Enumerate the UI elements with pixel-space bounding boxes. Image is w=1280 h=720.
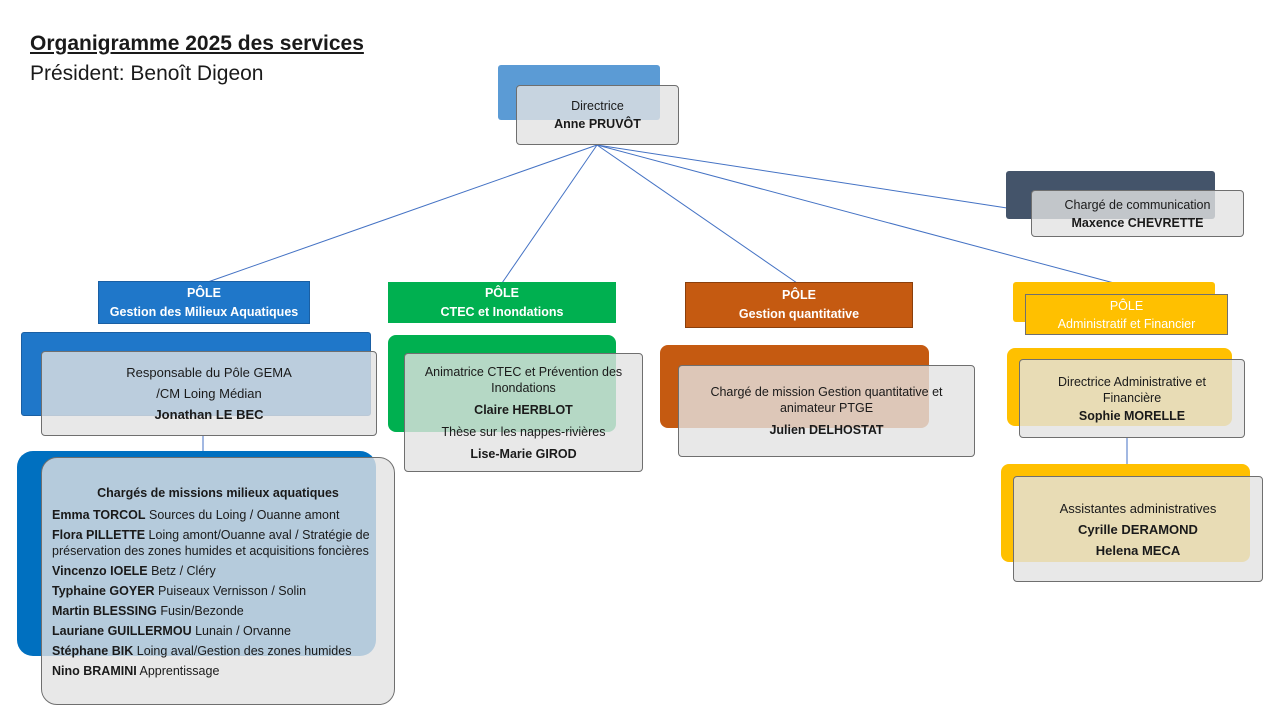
mission-detail: Fusin/Bezonde: [156, 604, 244, 618]
connector-quant: [596, 144, 798, 284]
admin-assist-name2: Helena MECA: [1095, 542, 1181, 558]
pole-quant-prefix: PÔLE: [781, 288, 817, 302]
mission-detail: Loing aval/Gestion des zones humides: [133, 644, 352, 658]
quant-name: Julien DELHOSTAT: [769, 423, 884, 437]
pole-ctec-header: PÔLE CTEC et Inondations: [388, 282, 616, 323]
mission-name: Lauriane GUILLERMOU: [52, 624, 192, 638]
mission-detail: Apprentissage: [136, 664, 220, 678]
admin-assist-role: Assistantes administratives: [1059, 500, 1217, 516]
connector-admin: [596, 144, 1115, 284]
direction-name: Anne PRUVÔT: [554, 117, 641, 131]
pole-admin-prefix: PÔLE: [1109, 298, 1144, 313]
ctec-name2: Lise-Marie GIROD: [470, 446, 577, 461]
pole-ctec-prefix: PÔLE: [484, 285, 520, 300]
mission-detail: Puiseaux Vernisson / Solin: [154, 584, 307, 598]
mission-name: Typhaine GOYER: [52, 584, 155, 598]
admin-dir-name: Sophie MORELLE: [1078, 408, 1186, 423]
ctec-role1: Animatrice CTEC et Prévention des Inonda…: [424, 364, 623, 395]
ctec-name1: Claire HERBLOT: [474, 402, 573, 417]
communication-card: Chargé de communication Maxence CHEVRETT…: [1031, 190, 1244, 237]
mission-name: Martin BLESSING: [52, 604, 157, 618]
mission-row: Stéphane BIK Loing aval/Gestion des zone…: [52, 643, 351, 659]
ctec-role2: Thèse sur les nappes-rivières: [441, 424, 606, 439]
communication-role: Chargé de communication: [1064, 197, 1211, 212]
direction-role: Directrice: [571, 99, 624, 113]
mission-detail: Betz / Cléry: [147, 564, 216, 578]
admin-assist-card: Assistantes administratives Cyrille DERA…: [1013, 476, 1263, 582]
pole-gema-header: PÔLE Gestion des Milieux Aquatiques: [98, 281, 310, 324]
page-title: Organigramme 2025 des services: [30, 32, 364, 55]
mission-name: Emma TORCOL: [52, 508, 146, 522]
mission-row: Flora PILLETTE Loing amont/Ouanne aval /…: [52, 527, 384, 559]
mission-row: Nino BRAMINI Apprentissage: [52, 663, 219, 679]
mission-row: Vincenzo IOELE Betz / Cléry: [52, 563, 216, 579]
pole-ctec-title: CTEC et Inondations: [440, 304, 564, 319]
president-line: Président: Benoît Digeon: [30, 62, 264, 85]
connector-communication: [596, 144, 1008, 209]
quant-role: Chargé de mission Gestion quantitative e…: [710, 385, 943, 415]
admin-dir-role: Directrice Administrative et Financière: [1058, 374, 1206, 405]
mission-detail: Lunain / Orvanne: [191, 624, 291, 638]
admin-dir-card: Directrice Administrative et Financière …: [1019, 359, 1245, 438]
mission-detail: Sources du Loing / Ouanne amont: [145, 508, 340, 522]
pole-gema-prefix: PÔLE: [186, 285, 222, 300]
mission-row: Emma TORCOL Sources du Loing / Ouanne am…: [52, 507, 339, 523]
mission-name: Flora PILLETTE: [52, 528, 146, 542]
communication-name: Maxence CHEVRETTE: [1071, 215, 1204, 230]
mission-name: Nino BRAMINI: [52, 664, 137, 678]
direction-card: Directrice Anne PRUVÔT: [516, 85, 679, 145]
quant-card: Chargé de mission Gestion quantitative e…: [678, 365, 975, 457]
mission-detail: Loing amont/Ouanne aval / Stratégie de p…: [52, 528, 370, 558]
connector-ctec: [501, 144, 598, 284]
gema-resp-line1: Responsable du Pôle GEMA: [126, 365, 292, 380]
ctec-card: Animatrice CTEC et Prévention des Inonda…: [404, 353, 643, 472]
pole-quant-header: PÔLE Gestion quantitative: [685, 282, 913, 328]
pole-admin-title: Administratif et Financier: [1057, 316, 1196, 331]
gema-resp-line2: /CM Loing Médian: [156, 386, 262, 401]
mission-row: Typhaine GOYER Puiseaux Vernisson / Soli…: [52, 583, 306, 599]
gema-missions-card: Chargés de missions milieux aquatiques E…: [41, 457, 395, 705]
gema-resp-name: Jonathan LE BEC: [154, 407, 264, 422]
gema-missions-heading: Chargés de missions milieux aquatiques: [97, 486, 339, 500]
mission-name: Vincenzo IOELE: [52, 564, 148, 578]
pole-quant-title: Gestion quantitative: [738, 307, 860, 321]
gema-resp-card: Responsable du Pôle GEMA /CM Loing Média…: [41, 351, 377, 436]
pole-gema-title: Gestion des Milieux Aquatiques: [109, 304, 299, 319]
admin-assist-name1: Cyrille DERAMOND: [1078, 521, 1198, 537]
mission-name: Stéphane BIK: [52, 644, 134, 658]
mission-row: Martin BLESSING Fusin/Bezonde: [52, 603, 244, 619]
pole-admin-header: PÔLE Administratif et Financier: [1025, 294, 1228, 335]
connector-gema: [204, 144, 598, 284]
mission-row: Lauriane GUILLERMOU Lunain / Orvanne: [52, 623, 291, 639]
